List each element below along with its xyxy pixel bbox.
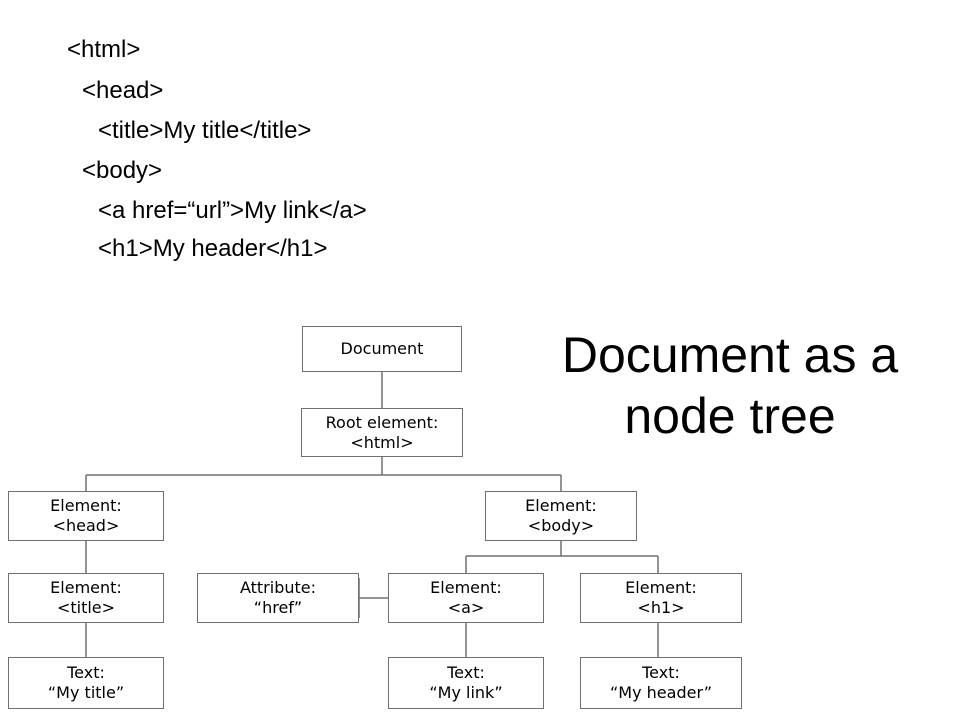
code-line-html: <html> bbox=[67, 36, 141, 63]
node-h1-element-line-2: <h1> bbox=[637, 598, 685, 617]
node-root-element-line-1: Root element: bbox=[325, 412, 439, 432]
node-text-my-header: Text: “My header” bbox=[580, 657, 742, 709]
code-line-body: <body> bbox=[82, 157, 163, 184]
node-attribute-href-line-1: Attribute: bbox=[239, 578, 317, 597]
slide-title-line-2: node tree bbox=[624, 388, 836, 444]
node-body-element-line-2: <body> bbox=[527, 516, 595, 535]
slide-title-line-1: Document as a bbox=[561, 327, 899, 383]
node-head-element: Element: <head> bbox=[8, 491, 164, 541]
node-text-my-link: Text: “My link” bbox=[388, 657, 544, 709]
node-title-element-line-2: <title> bbox=[56, 598, 116, 617]
node-a-element: Element: <a> bbox=[388, 573, 544, 623]
node-text-my-title: Text: “My title” bbox=[8, 657, 164, 709]
node-head-element-line-2: <head> bbox=[52, 516, 120, 535]
node-root-element-line-2: <html> bbox=[350, 432, 414, 452]
node-body-element: Element: <body> bbox=[485, 491, 637, 541]
node-a-element-line-2: <a> bbox=[447, 598, 485, 617]
node-attribute-href-line-2: “href” bbox=[253, 598, 303, 617]
code-line-h1: <h1>My header</h1> bbox=[98, 235, 328, 262]
node-a-element-line-1: Element: bbox=[430, 578, 502, 597]
node-head-element-line-1: Element: bbox=[50, 496, 122, 515]
code-line-title: <title>My title</title> bbox=[98, 117, 312, 144]
node-text-my-link-line-2: “My link” bbox=[429, 683, 503, 702]
node-title-element-line-1: Element: bbox=[50, 578, 122, 597]
code-line-anchor: <a href=“url”>My link</a> bbox=[98, 197, 367, 224]
node-document: Document bbox=[302, 326, 462, 372]
node-h1-element: Element: <h1> bbox=[580, 573, 742, 623]
code-line-head: <head> bbox=[82, 77, 164, 104]
node-text-my-header-line-2: “My header” bbox=[610, 683, 712, 702]
node-title-element: Element: <title> bbox=[8, 573, 164, 623]
node-text-my-title-line-1: Text: bbox=[67, 663, 105, 682]
node-h1-element-line-1: Element: bbox=[625, 578, 697, 597]
node-text-my-title-line-2: “My title” bbox=[47, 683, 125, 702]
node-attribute-href: Attribute: “href” bbox=[197, 573, 359, 623]
node-root-element: Root element: <html> bbox=[301, 408, 463, 457]
slide-title: Document as a node tree bbox=[520, 325, 940, 447]
node-text-my-link-line-1: Text: bbox=[447, 663, 485, 682]
node-text-my-header-line-1: Text: bbox=[642, 663, 680, 682]
node-body-element-line-1: Element: bbox=[525, 496, 597, 515]
node-document-label: Document bbox=[340, 339, 424, 358]
